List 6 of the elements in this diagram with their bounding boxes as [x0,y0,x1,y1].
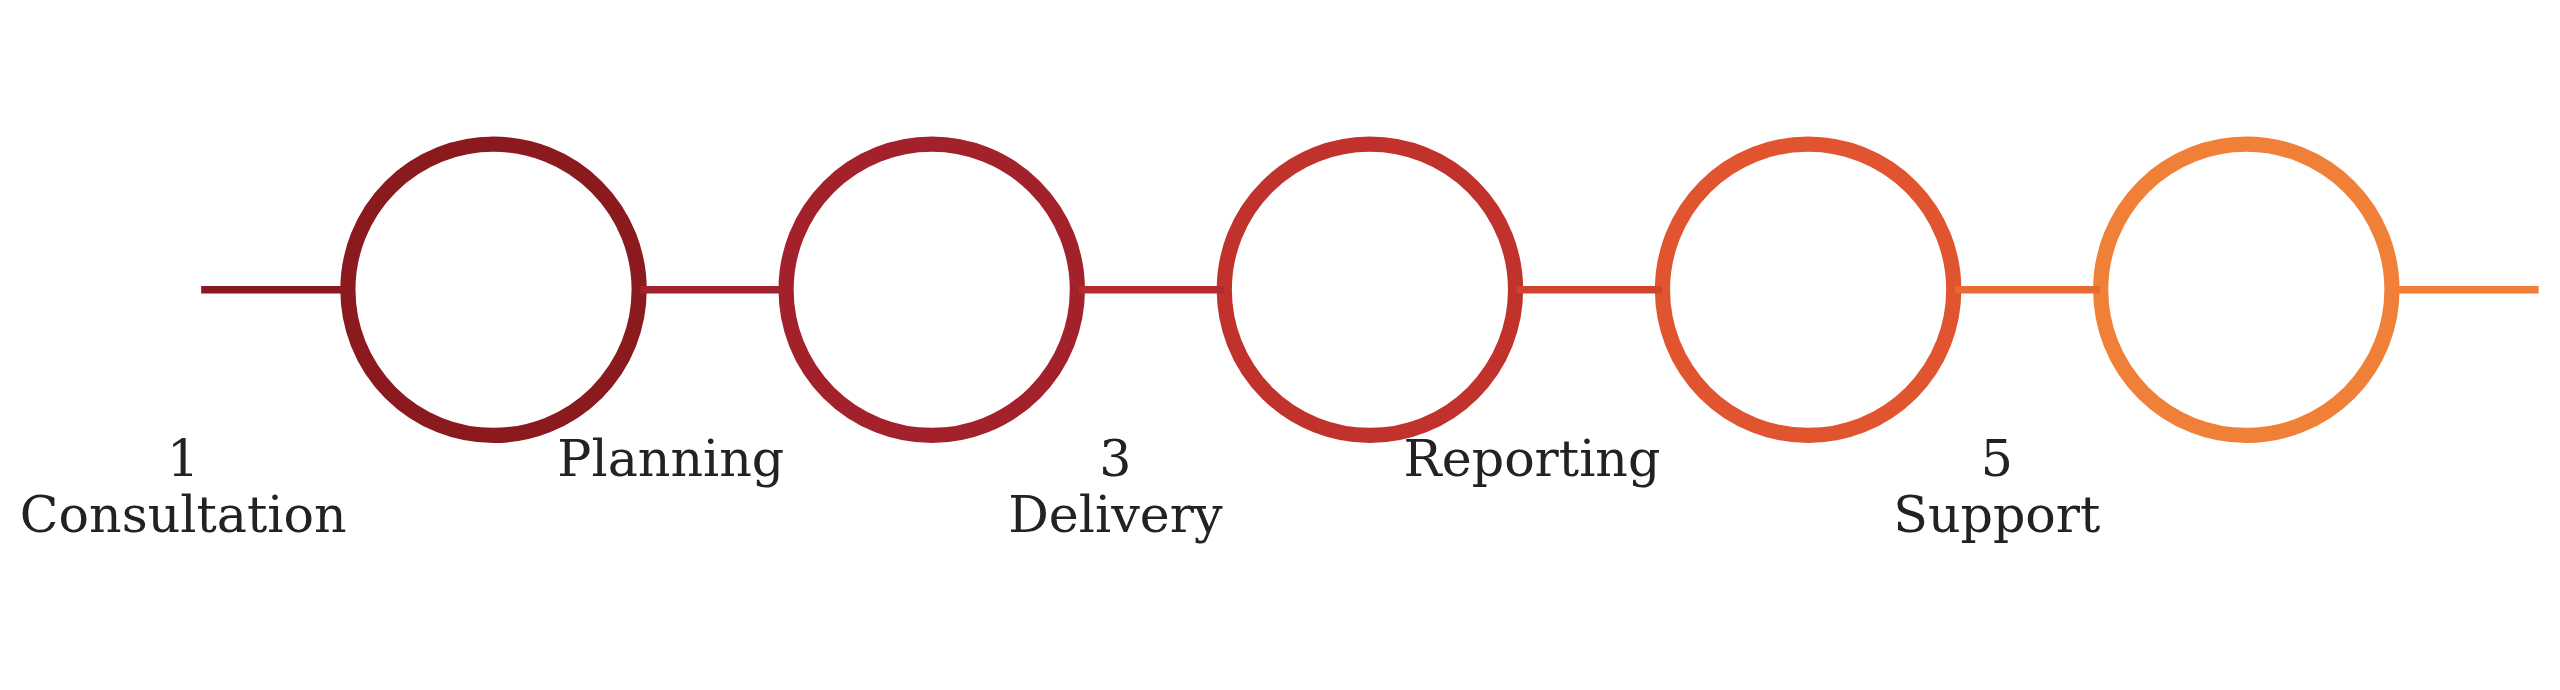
connector [1954,285,2101,294]
node-circle [2093,136,2400,443]
node-label: Planning [557,428,785,488]
node-label: Reporting [1403,428,1661,488]
connector [1516,285,1662,294]
connector [1078,285,1224,294]
